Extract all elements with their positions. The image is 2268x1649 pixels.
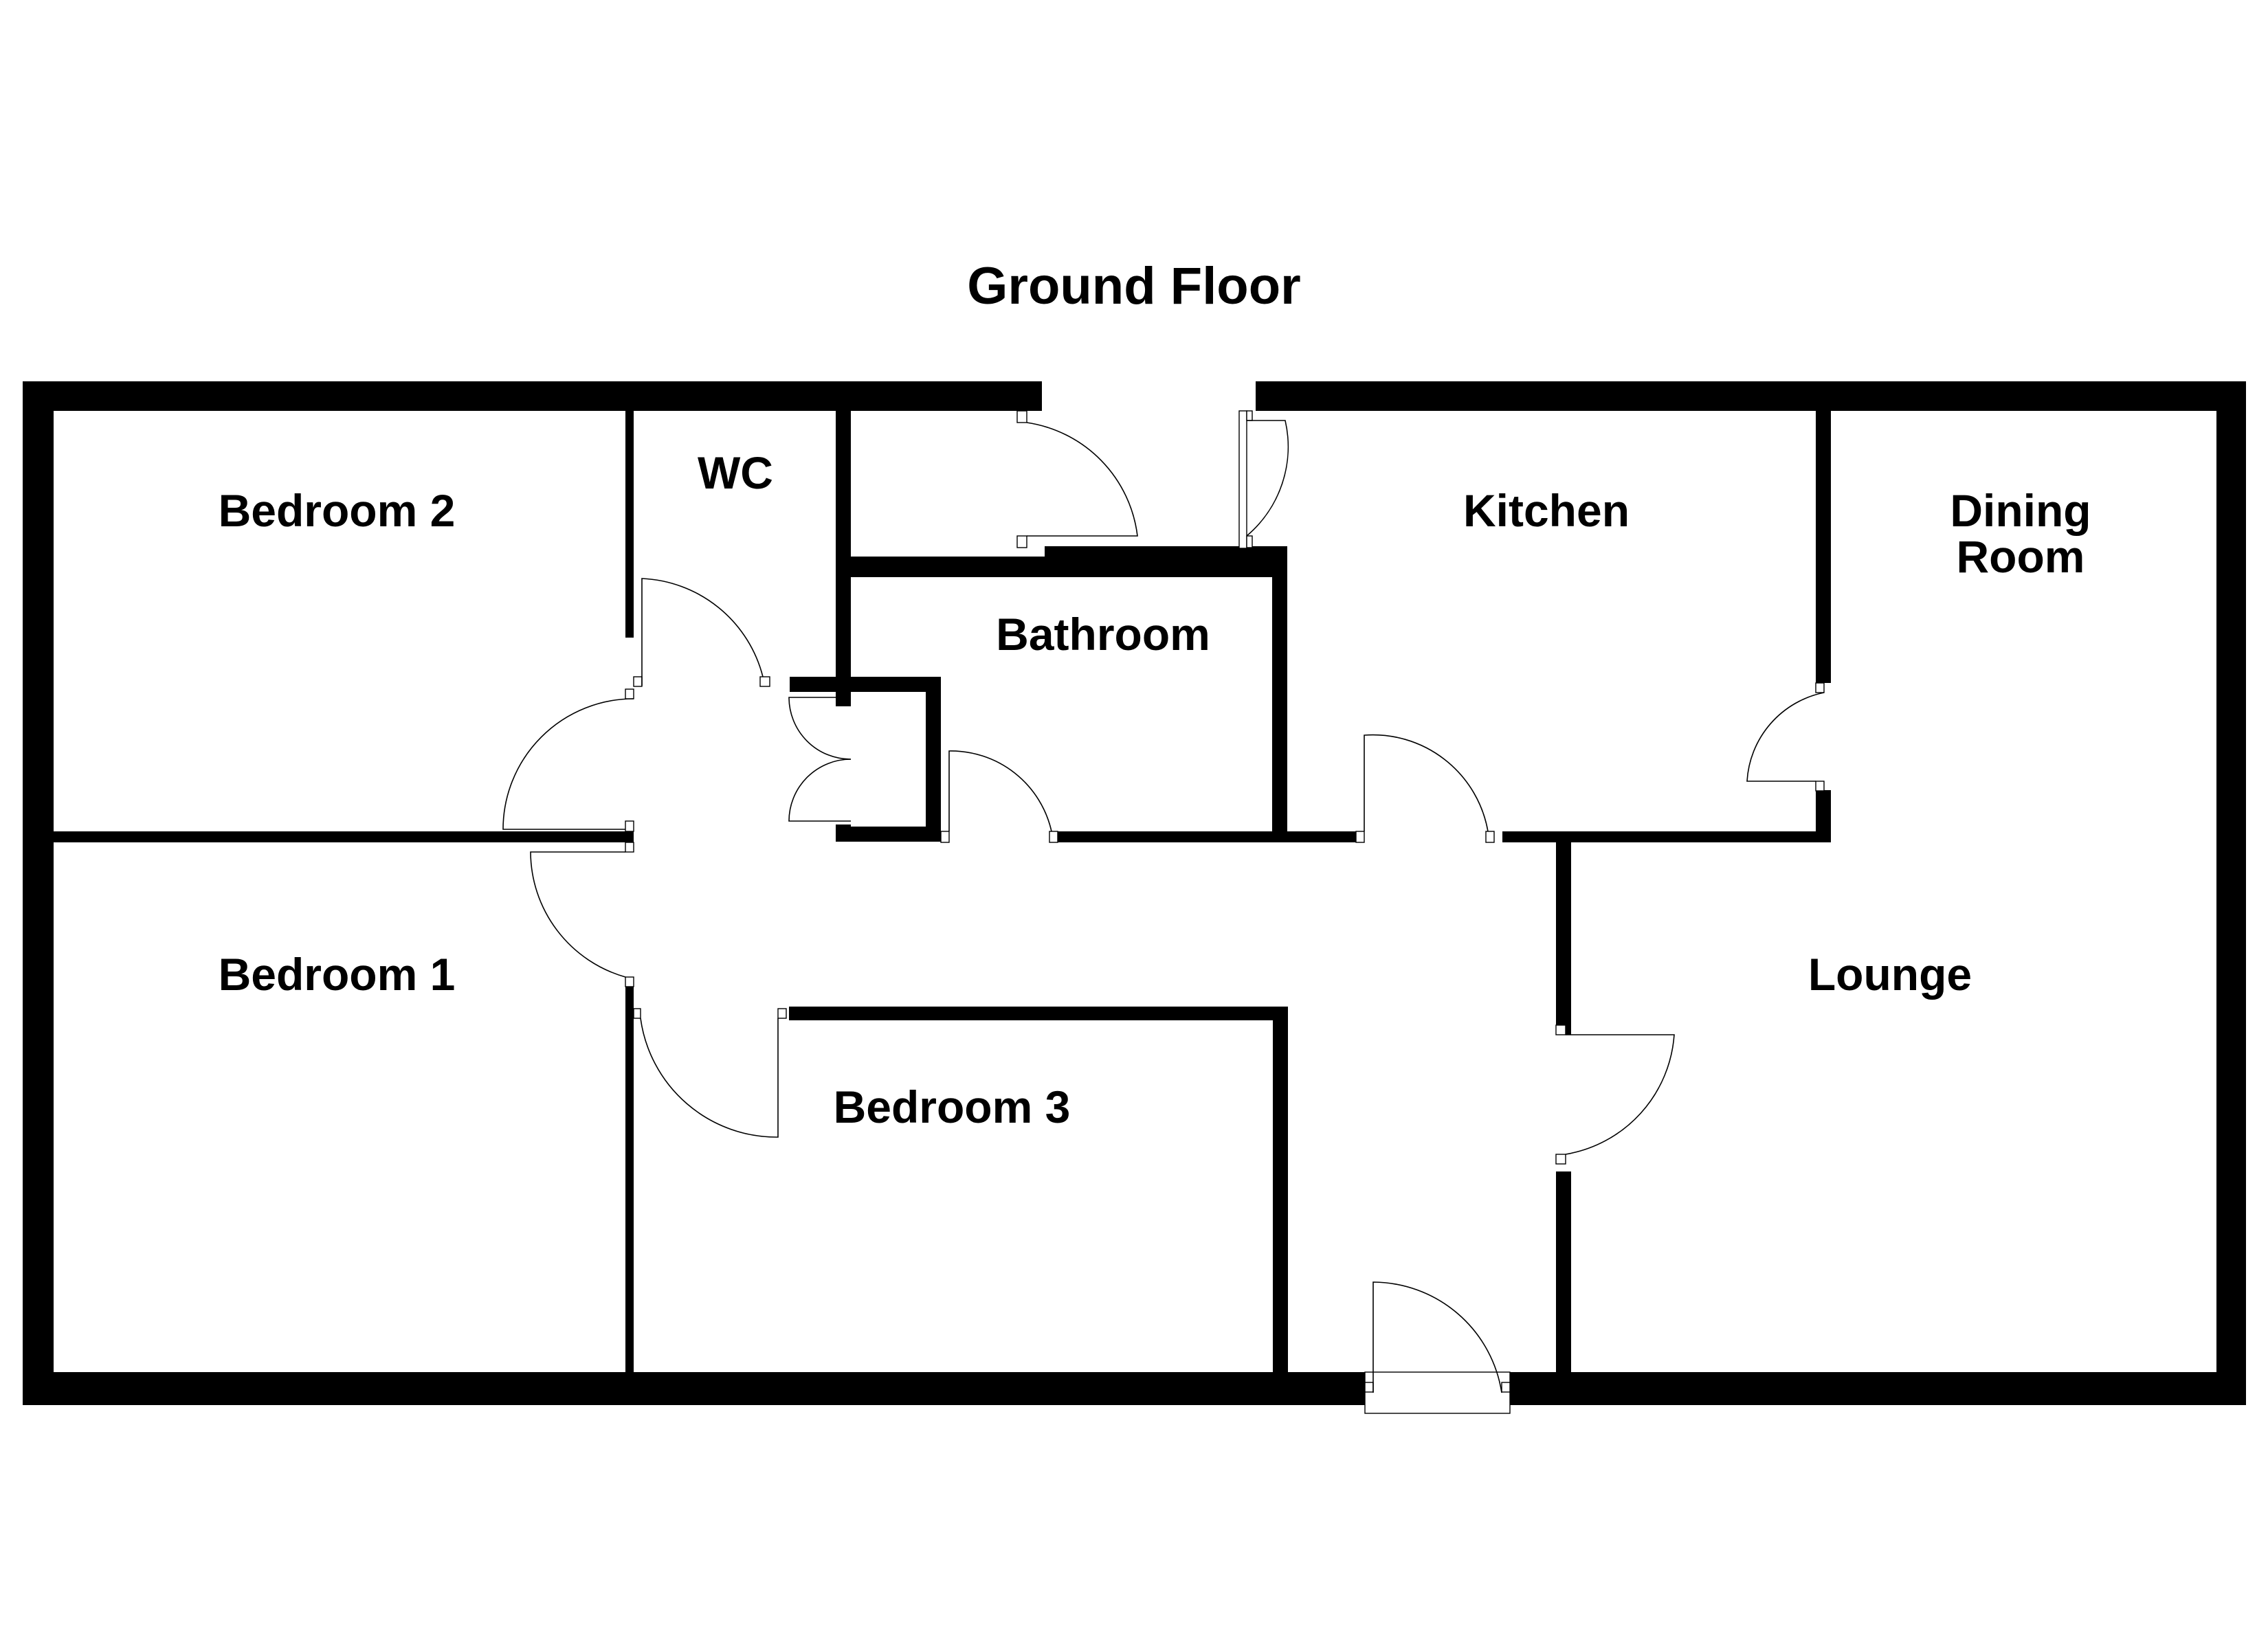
wall-kitchen-dining-lower <box>1816 790 1831 842</box>
door-front-entrance[interactable] <box>1364 1281 1511 1414</box>
wall-top-right <box>1256 381 2246 411</box>
wall-cupboard-top <box>790 677 941 692</box>
wall-right <box>2216 381 2246 1405</box>
wall-bed2-bed1 <box>54 831 634 842</box>
wall-bed3-top <box>789 1007 1281 1020</box>
wall-left <box>23 381 54 1405</box>
wall-cupboard-right <box>926 677 941 842</box>
interior-walls <box>54 411 1831 1372</box>
door-bedroom-1[interactable] <box>530 842 634 987</box>
wall-hall-lounge-upper <box>1556 842 1571 1035</box>
door-wc[interactable] <box>633 578 770 687</box>
wall-cupboard-bottom <box>836 827 941 842</box>
wall-store-bathroom-thick <box>1045 546 1287 560</box>
wall-kitchen-dining-upper <box>1816 411 1831 683</box>
wall-bottom-right <box>1510 1372 2246 1405</box>
door-bedroom-3[interactable] <box>633 1008 787 1138</box>
door-store[interactable] <box>1016 410 1138 548</box>
wall-top-left <box>23 381 1042 411</box>
door-dining-room[interactable] <box>1746 682 1825 792</box>
door-cupboard[interactable] <box>788 697 852 822</box>
wall-kitchen-hall <box>1502 831 1831 842</box>
doors <box>502 410 1825 1414</box>
wall-bottom-left <box>23 1372 1365 1405</box>
wall-bed2-wc <box>625 411 634 638</box>
door-bedroom-2[interactable] <box>502 688 634 832</box>
door-lounge[interactable] <box>1555 1024 1675 1165</box>
door-kitchen[interactable] <box>1355 734 1495 843</box>
wall-bathroom-hall <box>1058 831 1356 842</box>
wall-bed1-bed3 <box>625 987 634 1372</box>
wall-bathroom-kitchen <box>1272 557 1287 842</box>
door-bathroom[interactable] <box>940 750 1058 843</box>
wall-cupboard-stub <box>836 824 851 842</box>
wall-kitchen-stub <box>1248 546 1263 560</box>
wall-bed3-right <box>1273 1007 1288 1372</box>
exterior-walls <box>23 381 2246 1405</box>
wall-hall-lounge-lower <box>1556 1171 1571 1372</box>
door-kitchen-side[interactable] <box>1238 410 1289 549</box>
